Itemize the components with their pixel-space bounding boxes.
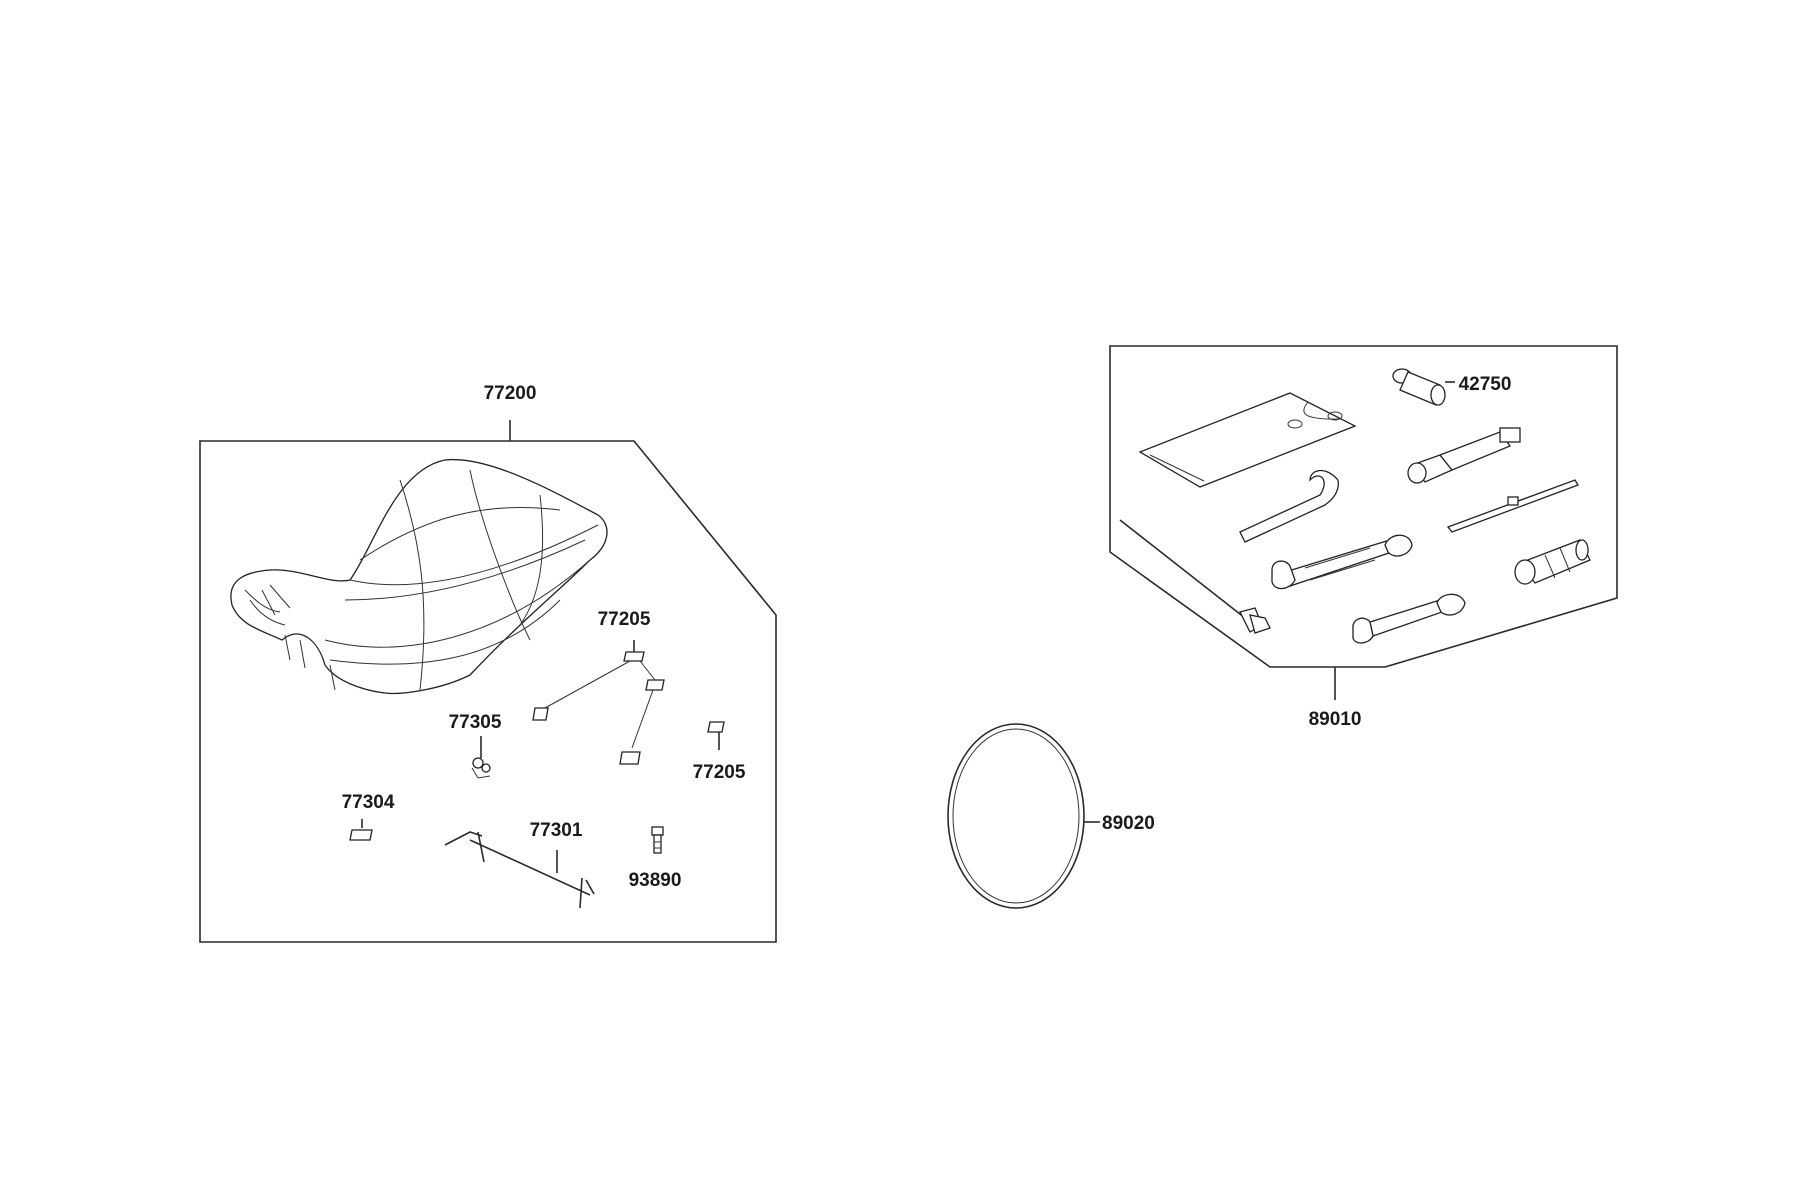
seat-bracket-drawing	[349, 819, 373, 841]
cable-drawing	[1119, 519, 1271, 634]
screwdriver-blade-drawing	[1446, 479, 1579, 533]
part-number-77205-upper: 77205	[598, 609, 651, 630]
seat-drawing	[230, 458, 608, 695]
spark-plug-socket-drawing	[1392, 368, 1455, 406]
seat-hook-right-drawing	[707, 721, 725, 750]
seat-lock-rod-drawing	[444, 831, 595, 909]
seat-group	[199, 420, 777, 943]
open-wrench-small-drawing	[1352, 593, 1466, 644]
bolt-drawing	[651, 826, 664, 854]
part-number-42750: 42750	[1459, 374, 1512, 395]
seat-group-frame	[199, 440, 777, 943]
part-number-77304: 77304	[342, 792, 395, 813]
tool-kit-group	[1109, 345, 1618, 700]
tool-kit-frame	[1109, 345, 1618, 668]
part-number-77305: 77305	[449, 712, 502, 733]
part-number-77200: 77200	[484, 383, 537, 404]
o-ring-drawing	[947, 723, 1100, 909]
screwdriver-handle-drawing	[1514, 539, 1591, 585]
open-wrench-large-drawing	[1271, 534, 1413, 590]
tool-pouch-drawing	[1138, 392, 1357, 488]
part-number-93890: 93890	[629, 870, 682, 891]
part-number-89020: 89020	[1102, 813, 1155, 834]
seat-hook-drawing	[532, 640, 665, 765]
part-number-77205-right: 77205	[693, 762, 746, 783]
socket-wrench-drawing	[1407, 427, 1521, 484]
part-number-89010: 89010	[1309, 709, 1362, 730]
seat-lock-spring-drawing	[471, 736, 491, 779]
hook-spanner-drawing	[1239, 469, 1339, 543]
part-number-77301: 77301	[530, 820, 583, 841]
